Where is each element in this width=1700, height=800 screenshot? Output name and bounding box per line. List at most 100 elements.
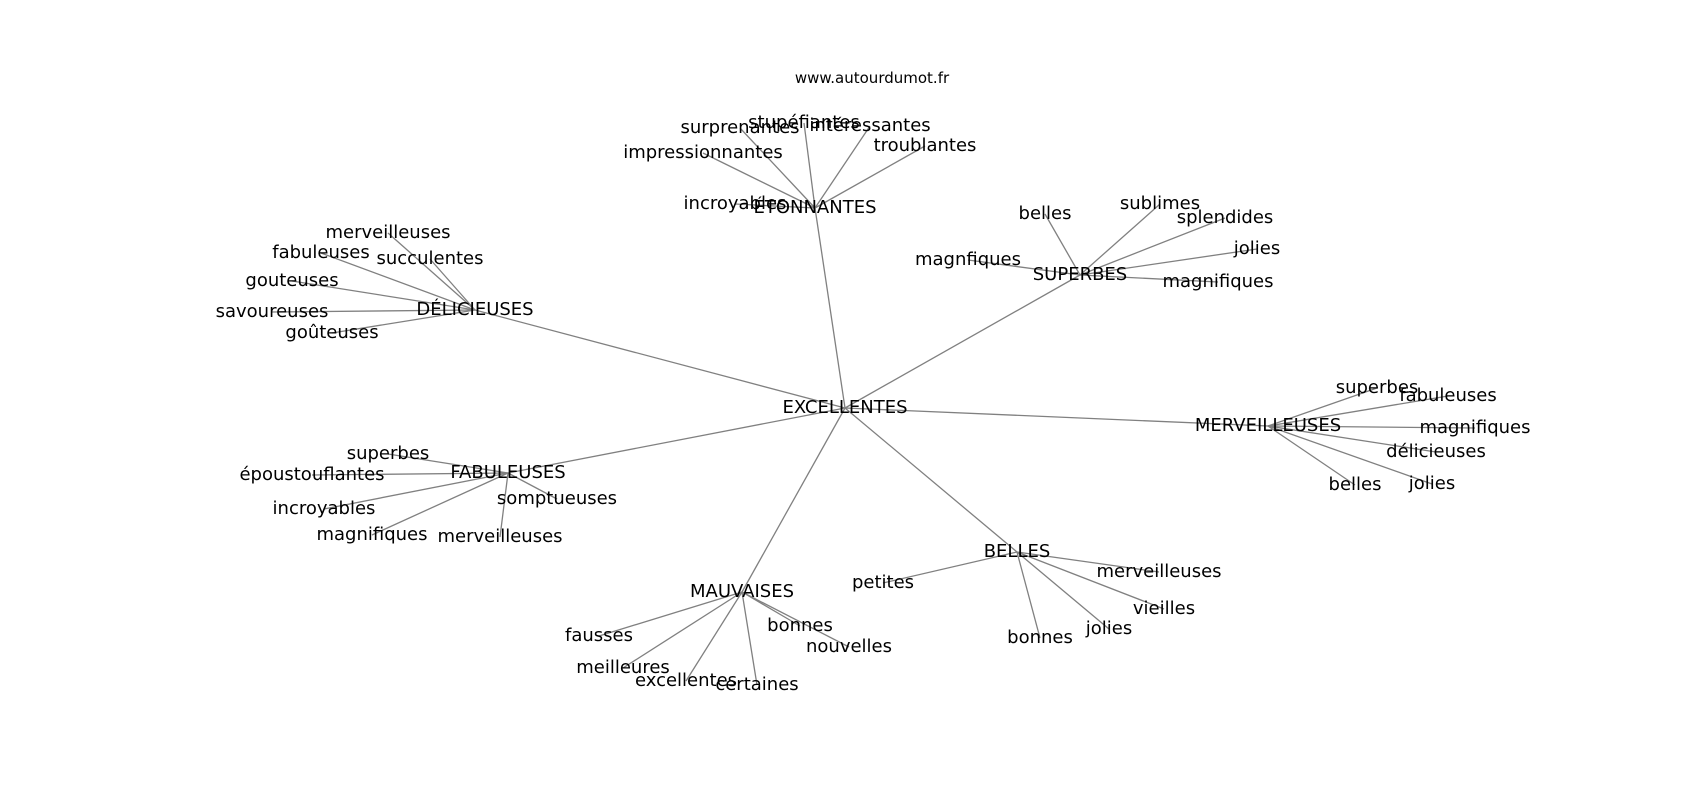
leaf-word-superbes-magnifiques[interactable]: magnifiques: [1162, 271, 1273, 292]
edge-merveilleuses-superbes: [1267, 387, 1378, 427]
leaf-word-fabuleuses-epoustouflantes[interactable]: époustouflantes: [239, 464, 384, 485]
label-layer: incroyablesimpressionnantessurprenantess…: [216, 112, 1531, 695]
edge-belles-merveilleuses: [1016, 551, 1160, 573]
leaf-word-etonnantes-incroyables[interactable]: incroyables: [684, 193, 787, 214]
leaf-word-etonnantes-surprenantes[interactable]: surprenantes: [680, 117, 799, 138]
edge-delicieuses-succulentes: [429, 258, 476, 311]
root-word[interactable]: EXCELLENTES: [782, 397, 907, 418]
edge-merveilleuses-belles: [1267, 425, 1356, 486]
leaf-word-fabuleuses-superbes[interactable]: superbes: [347, 443, 430, 464]
edge-mauvaises-nouvelles: [741, 591, 850, 648]
leaf-word-belles-petites[interactable]: petites: [852, 572, 914, 593]
edge-fabuleuses-magnifiques: [371, 472, 509, 536]
edge-fabuleuses-somptueuses: [507, 472, 558, 500]
leaf-word-delicieuses-merveilleuses[interactable]: merveilleuses: [325, 222, 450, 243]
edge-mauvaises-bonnes: [741, 591, 801, 627]
edge-fabuleuses-merveilleuses: [499, 472, 509, 538]
edge-etonnantes-surprenantes: [739, 127, 816, 209]
edge-superbes-splendides: [1079, 217, 1226, 276]
leaf-word-superbes-splendides[interactable]: splendides: [1177, 207, 1274, 228]
edge-superbes-sublimes: [1079, 203, 1161, 276]
leaf-word-etonnantes-interessantes[interactable]: intéressantes: [809, 115, 930, 136]
branch-word-belles[interactable]: BELLES: [984, 541, 1051, 562]
edge-etonnantes-troublantes: [814, 145, 926, 209]
leaf-word-merveilleuses-magnifiques[interactable]: magnifiques: [1419, 417, 1530, 438]
branch-word-mauvaises[interactable]: MAUVAISES: [690, 581, 794, 602]
leaf-word-fabuleuses-incroyables[interactable]: incroyables: [273, 498, 376, 519]
leaf-word-belles-merveilleuses[interactable]: merveilleuses: [1096, 561, 1221, 582]
edge-mauvaises-excellentes: [685, 591, 743, 682]
leaf-word-superbes-magnfiques[interactable]: magnfiques: [915, 249, 1021, 270]
leaf-word-merveilleuses-jolies[interactable]: jolies: [1408, 473, 1455, 494]
edge-belles-bonnes: [1016, 551, 1041, 639]
edge-belles-jolies: [1016, 551, 1110, 630]
edge-merveilleuses-fabuleuses: [1267, 395, 1449, 427]
branch-word-etonnantes[interactable]: ÉTONNANTES: [753, 196, 876, 218]
edge-etonnantes-incroyables: [734, 203, 816, 209]
leaf-word-superbes-sublimes[interactable]: sublimes: [1120, 193, 1200, 214]
edge-fabuleuses-superbes: [387, 453, 509, 474]
leaf-word-fabuleuses-merveilleuses[interactable]: merveilleuses: [437, 526, 562, 547]
leaf-word-merveilleuses-belles[interactable]: belles: [1329, 474, 1382, 495]
edge-delicieuses-merveilleuses: [387, 232, 476, 311]
leaf-word-fabuleuses-magnifiques[interactable]: magnifiques: [316, 524, 427, 545]
leaf-word-superbes-jolies[interactable]: jolies: [1233, 238, 1280, 259]
leaf-word-etonnantes-impressionnantes[interactable]: impressionnantes: [623, 142, 783, 163]
edge-etonnantes-stupefiantes: [803, 122, 816, 209]
edge-fabuleuses-incroyables: [323, 472, 509, 510]
edge-root-superbes: [844, 274, 1081, 409]
edge-superbes-belles: [1044, 213, 1081, 276]
edge-superbes-magnifiques: [1079, 274, 1219, 283]
leaf-word-belles-jolies[interactable]: jolies: [1085, 618, 1132, 639]
leaf-word-delicieuses-succulentes[interactable]: succulentes: [377, 248, 484, 269]
leaf-word-merveilleuses-superbes[interactable]: superbes: [1336, 377, 1419, 398]
leaf-word-mauvaises-meilleures[interactable]: meilleures: [576, 657, 670, 678]
leaf-word-merveilleuses-fabuleuses[interactable]: fabuleuses: [1399, 385, 1497, 406]
leaf-word-mauvaises-nouvelles[interactable]: nouvelles: [806, 636, 892, 657]
edge-superbes-jolies: [1079, 248, 1258, 276]
leaf-word-delicieuses-savoureuses[interactable]: savoureuses: [216, 301, 329, 322]
edge-root-fabuleuses: [507, 407, 846, 474]
branch-word-fabuleuses[interactable]: FABULEUSES: [450, 462, 565, 483]
edge-delicieuses-gouteuses-accent: [331, 309, 476, 334]
edge-merveilleuses-magnifiques: [1267, 425, 1476, 429]
edge-belles-petites: [882, 551, 1018, 584]
leaf-word-superbes-belles[interactable]: belles: [1019, 203, 1072, 224]
leaf-word-delicieuses-gouteuses-accent[interactable]: goûteuses: [285, 322, 378, 343]
edge-root-etonnantes: [814, 207, 846, 409]
branch-word-merveilleuses[interactable]: MERVEILLEUSES: [1195, 415, 1341, 436]
source-label: www.autourdumot.fr: [795, 69, 950, 87]
leaf-word-merveilleuses-delicieuses[interactable]: délicieuses: [1386, 441, 1486, 462]
edge-mauvaises-fausses: [598, 591, 743, 637]
edge-fabuleuses-epoustouflantes: [311, 472, 509, 476]
leaf-word-delicieuses-gouteuses[interactable]: gouteuses: [245, 270, 338, 291]
branch-word-superbes[interactable]: SUPERBES: [1033, 264, 1127, 285]
edge-root-merveilleuses: [844, 407, 1269, 427]
leaf-word-belles-vieilles[interactable]: vieilles: [1133, 598, 1195, 619]
leaf-word-etonnantes-stupefiantes[interactable]: stupéfiantes: [748, 112, 860, 133]
edge-etonnantes-impressionnantes: [702, 152, 816, 209]
leaf-word-mauvaises-fausses[interactable]: fausses: [565, 625, 633, 646]
edge-layer: [271, 122, 1476, 686]
leaf-word-belles-bonnes[interactable]: bonnes: [1007, 627, 1073, 648]
edge-mauvaises-certaines: [741, 591, 758, 686]
edge-etonnantes-interessantes: [814, 125, 871, 209]
edge-root-belles: [844, 407, 1018, 553]
leaf-word-mauvaises-certaines[interactable]: certaines: [715, 674, 798, 695]
leaf-word-mauvaises-bonnes[interactable]: bonnes: [767, 615, 833, 636]
leaf-word-delicieuses-fabuleuses[interactable]: fabuleuses: [272, 242, 370, 263]
leaf-word-mauvaises-excellentes[interactable]: excellentes: [635, 670, 737, 691]
edge-merveilleuses-jolies: [1267, 425, 1433, 485]
branch-word-delicieuses[interactable]: DÉLICIEUSES: [416, 298, 533, 320]
edge-root-delicieuses: [474, 309, 846, 409]
leaf-word-etonnantes-troublantes[interactable]: troublantes: [874, 135, 977, 156]
leaf-word-fabuleuses-somptueuses[interactable]: somptueuses: [497, 488, 617, 509]
edge-delicieuses-savoureuses: [271, 309, 476, 313]
edge-delicieuses-fabuleuses: [320, 252, 476, 311]
edge-merveilleuses-delicieuses: [1267, 425, 1437, 453]
edge-root-mauvaises: [741, 407, 846, 593]
edge-mauvaises-meilleures: [622, 591, 743, 669]
edge-superbes-magnfiques: [967, 259, 1081, 276]
edge-belles-vieilles: [1016, 551, 1165, 610]
